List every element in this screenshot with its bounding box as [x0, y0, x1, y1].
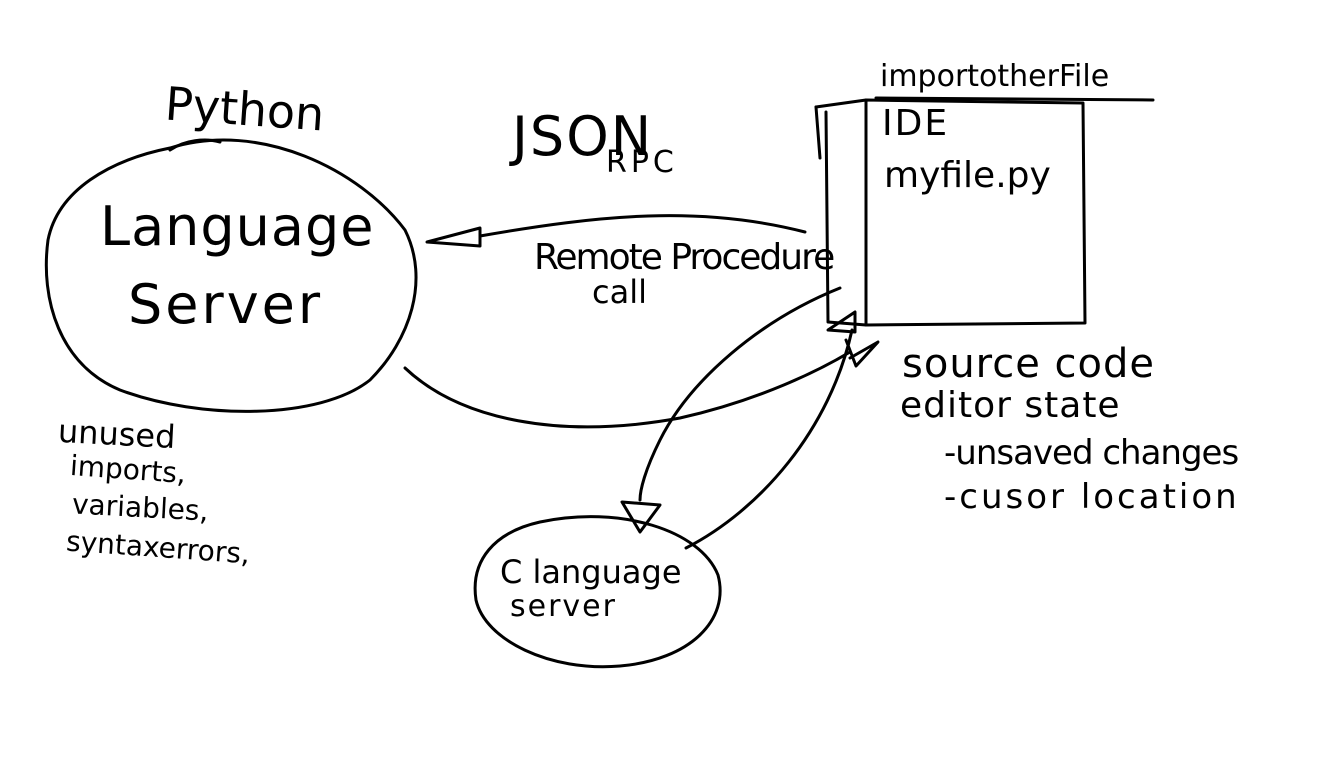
- json-label: JSON: [512, 105, 654, 168]
- rpc-label: RPC: [606, 145, 678, 180]
- language-server-line1: Language: [100, 195, 375, 258]
- c-server-ellipse: [473, 515, 722, 669]
- python-underline: [168, 138, 222, 152]
- cursor-location-label: -cusor location: [944, 477, 1240, 517]
- remote-procedure-line1: Remote Procedure: [534, 237, 835, 278]
- rpc-arrow: [425, 214, 807, 248]
- ide-filename: myfile.py: [884, 155, 1051, 196]
- unsaved-changes-label: -unsaved changes: [944, 433, 1239, 473]
- c-server-line2: server: [510, 589, 617, 624]
- c-server-line1: C language: [500, 553, 682, 591]
- ide-header: importotherFile: [880, 59, 1110, 94]
- language-server-line2: Server: [128, 273, 324, 336]
- diagnostics-line3: variables,: [71, 487, 210, 528]
- ide-window: [814, 96, 1155, 327]
- response-arrow: [403, 338, 880, 429]
- c-server-arrows: [620, 286, 857, 550]
- diagnostics-line2: imports,: [69, 448, 187, 491]
- remote-procedure-line2: call: [592, 273, 647, 311]
- ide-title: IDE: [882, 103, 950, 144]
- python-label: Python: [163, 76, 327, 142]
- source-code-label: source code: [902, 341, 1156, 387]
- editor-state-label: editor state: [900, 385, 1121, 426]
- language-server-ellipse: [44, 138, 418, 413]
- diagnostics-line1: unused: [57, 411, 177, 457]
